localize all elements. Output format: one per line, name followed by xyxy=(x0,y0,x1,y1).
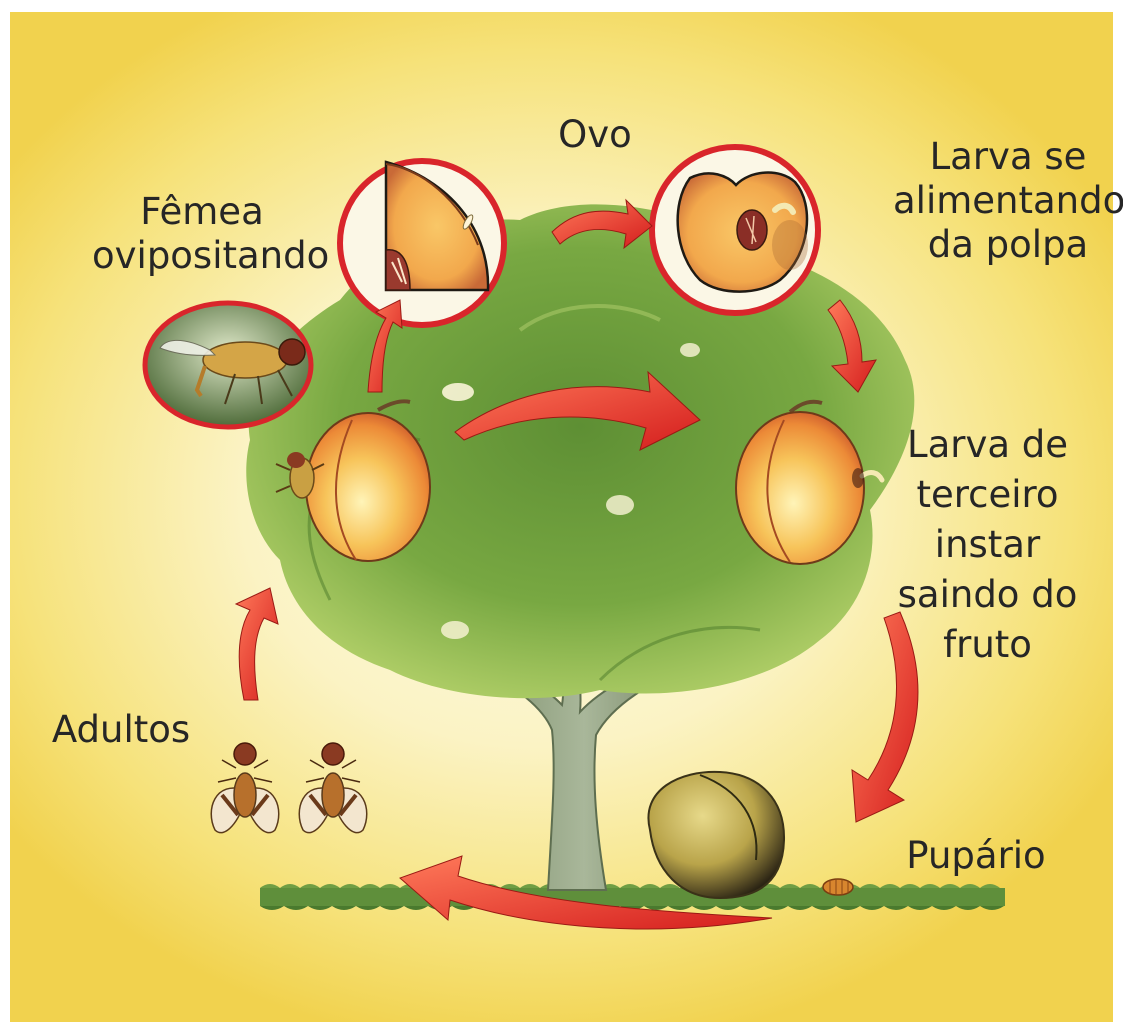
label-larva-polpa-line-3: da polpa xyxy=(927,223,1089,266)
label-ovo: Ovo xyxy=(540,113,650,157)
label-femea-line-1: Fêmea xyxy=(140,190,264,233)
arrow-fruit-to-ground xyxy=(851,611,919,823)
inset-egg xyxy=(337,158,507,328)
peach-right xyxy=(735,399,885,565)
label-larva-terceiro-line-4: saindo do xyxy=(897,573,1078,616)
label-ovo-text: Ovo xyxy=(558,113,632,156)
puparium xyxy=(822,878,854,896)
label-larva-terceiro-line-1: Larva de xyxy=(906,423,1069,466)
ground xyxy=(260,884,1005,910)
adult-fly-1 xyxy=(210,742,280,834)
arrow-egg-to-larva xyxy=(551,198,653,250)
arrow-larva-down xyxy=(827,299,877,393)
arrow-adults-up xyxy=(234,587,279,701)
fallen-peach xyxy=(647,770,786,900)
label-adultos-text: Adultos xyxy=(51,708,191,751)
label-pupario-text: Pupário xyxy=(906,834,1046,877)
inset-female-ovipositing xyxy=(142,300,314,430)
adult-fly-2 xyxy=(298,742,368,834)
label-larva-terceiro-line-3: instar xyxy=(934,523,1041,566)
fly-on-peach xyxy=(275,452,325,499)
label-larva-terceiro: Larva de terceiro instar saindo do fruto xyxy=(880,420,1095,670)
label-femea-line-2: ovipositando xyxy=(92,234,330,277)
arrow-pupa-to-adults xyxy=(399,855,773,930)
inset-larva-feeding xyxy=(649,144,821,316)
arrow-across-tree xyxy=(454,370,701,451)
peach-left xyxy=(305,399,431,562)
label-pupario: Pupário xyxy=(876,834,1076,878)
label-larva-polpa-line-2: alimentando xyxy=(893,179,1123,222)
label-larva-terceiro-line-5: fruto xyxy=(943,623,1032,666)
label-adultos: Adultos xyxy=(36,708,206,752)
label-larva-terceiro-line-2: terceiro xyxy=(916,473,1059,516)
label-femea-ovipositando: Fêmea ovipositando xyxy=(92,190,330,278)
label-larva-polpa: Larva se alimentando da polpa xyxy=(893,135,1123,267)
arrow-fly-to-egg xyxy=(367,299,403,393)
label-larva-polpa-line-1: Larva se xyxy=(929,135,1087,178)
